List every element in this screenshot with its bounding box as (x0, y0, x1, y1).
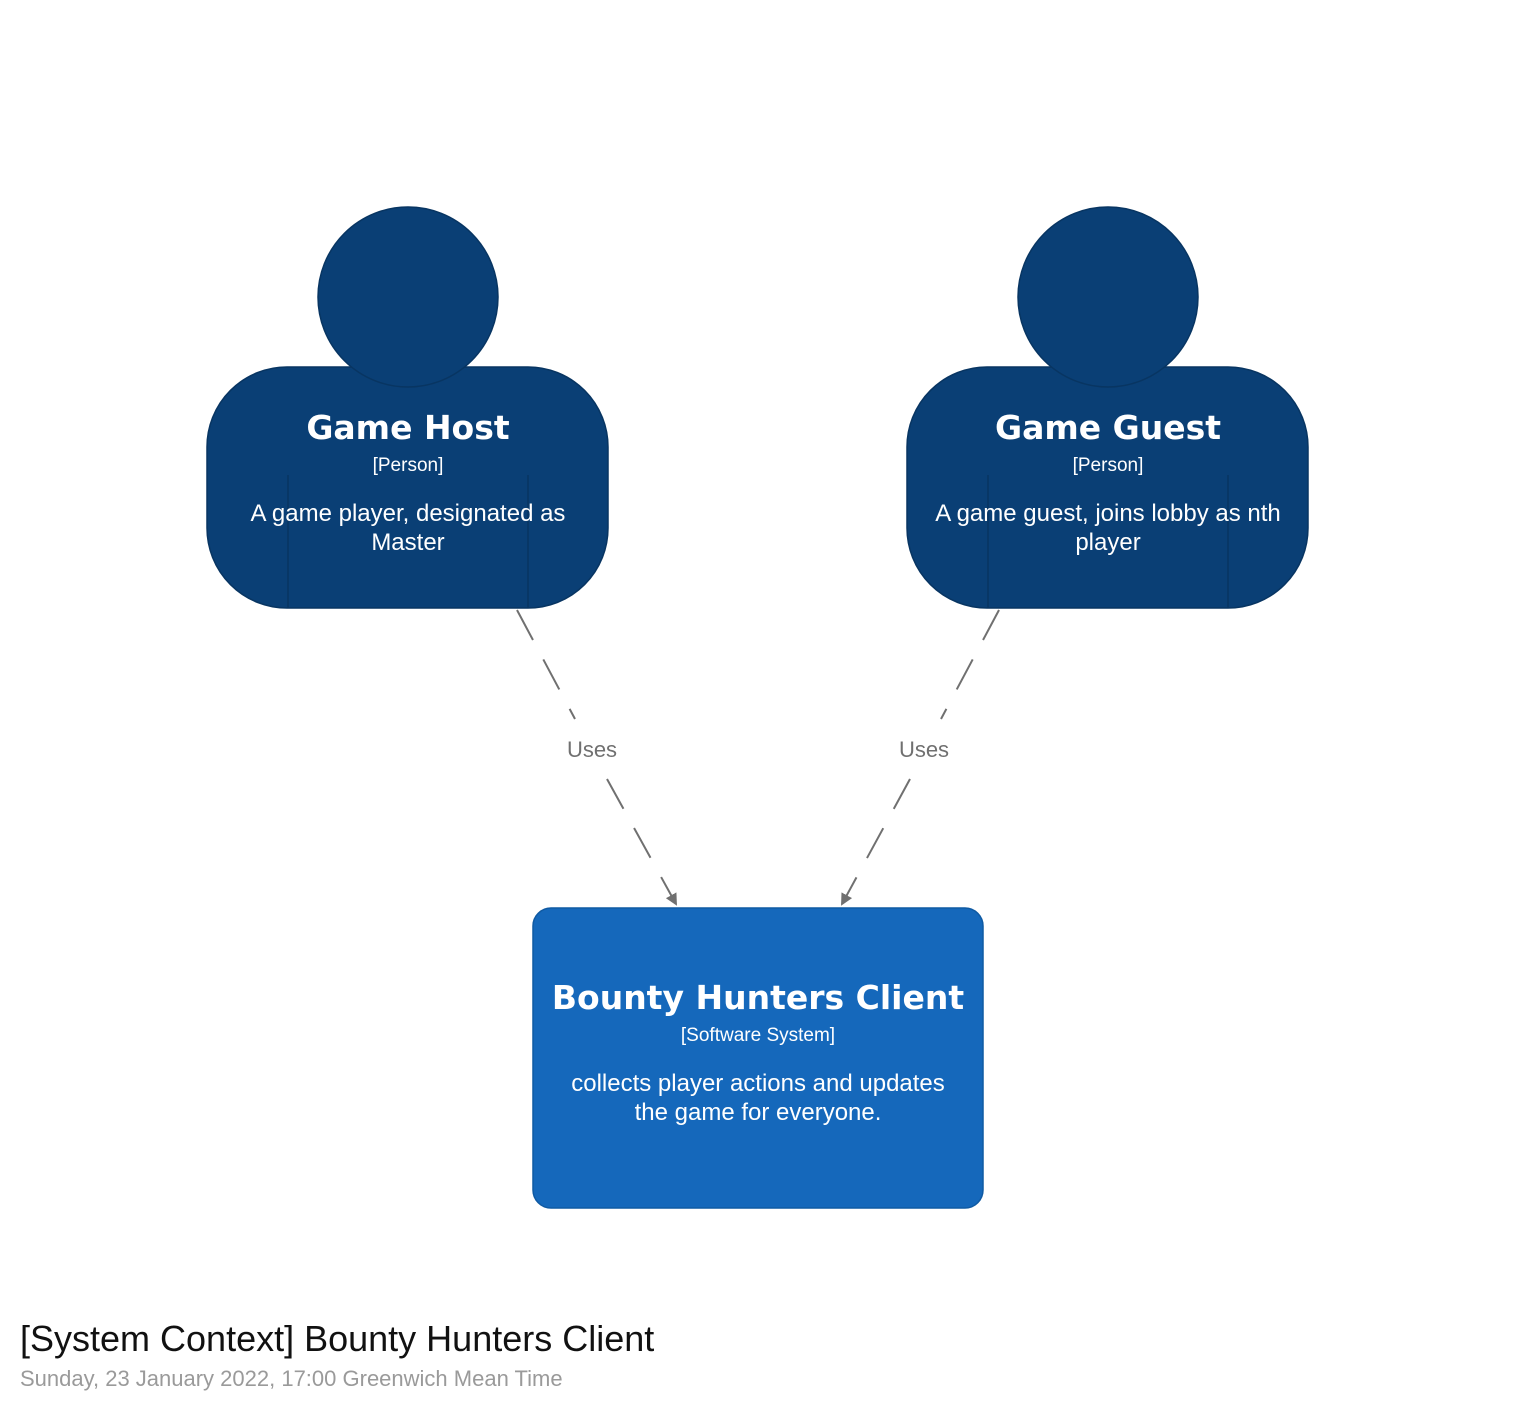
person-name: Game Guest (995, 408, 1221, 447)
element-description-line: Master (371, 529, 444, 556)
person-body-shape (906, 366, 1309, 609)
software-system-bounty-hunters-client[interactable]: Bounty Hunters Client [Software System] … (532, 907, 984, 1209)
system-name: Bounty Hunters Client (552, 978, 964, 1017)
element-description-line: the game for everyone. (635, 1099, 882, 1126)
relationship-guest-uses-client[interactable]: Uses (841, 609, 1000, 906)
element-type-label: [Person] (1073, 455, 1144, 476)
diagram-timestamp: Sunday, 23 January 2022, 17:00 Greenwich… (20, 1366, 563, 1391)
element-description-line: player (1075, 529, 1140, 556)
person-head-shape (317, 206, 499, 388)
element-description-line: A game guest, joins lobby as nth (935, 500, 1281, 527)
relationship-host-line-lower (606, 778, 677, 906)
relationship-host-uses-client[interactable]: Uses (516, 609, 677, 906)
relationship-guest-line-lower (841, 778, 911, 906)
relationship-host-line (516, 609, 576, 720)
element-type-label: [Person] (373, 455, 444, 476)
relationship-guest-line (940, 609, 1000, 720)
person-body-shape (206, 366, 609, 609)
element-description-line: A game player, designated as (251, 500, 566, 527)
software-system-box (532, 907, 984, 1209)
relationship-host-label: Uses (567, 737, 617, 762)
element-description-line: collects player actions and updates (571, 1070, 945, 1097)
person-game-guest[interactable]: Game Guest [Person] A game guest, joins … (906, 206, 1309, 609)
diagram-title: [System Context] Bounty Hunters Client (20, 1318, 655, 1359)
person-name: Game Host (306, 408, 510, 447)
relationship-guest-label: Uses (899, 737, 949, 762)
person-head-shape (1017, 206, 1199, 388)
element-type-label: [Software System] (681, 1025, 835, 1046)
person-game-host[interactable]: Game Host [Person] A game player, design… (206, 206, 609, 609)
